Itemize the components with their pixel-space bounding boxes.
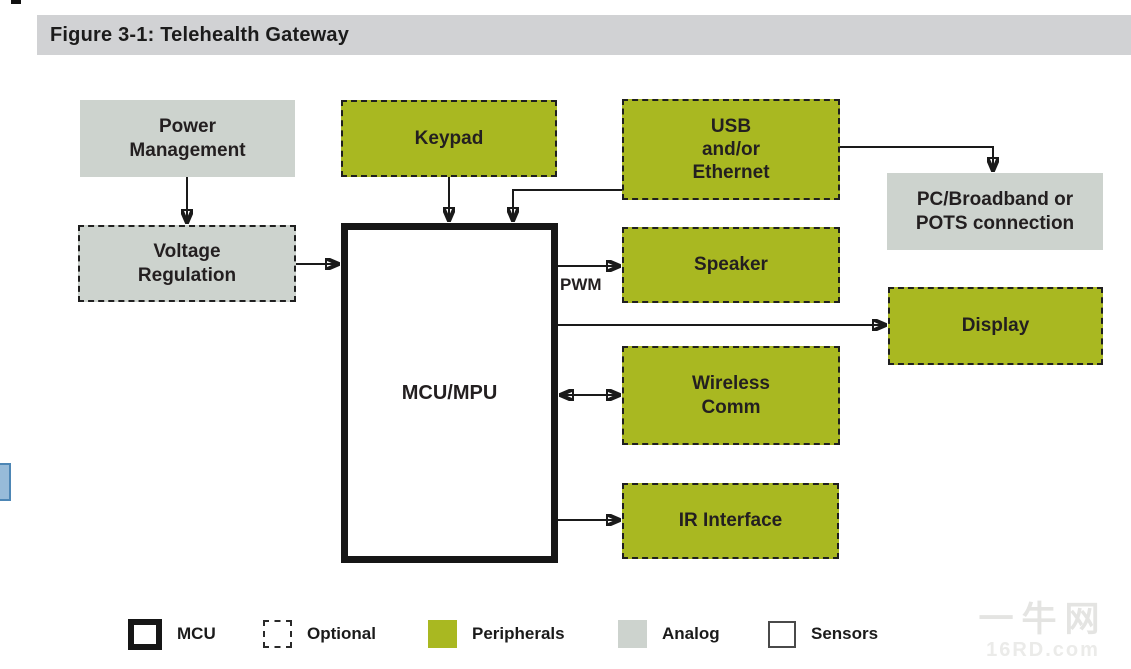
legend-label-optional: Optional <box>307 624 376 643</box>
figure-title: Figure 3-1: Telehealth Gateway <box>50 23 350 46</box>
block-pc-broadband-label: PC/Broadband or POTS connection <box>915 189 1075 234</box>
figure-title-band: Figure 3-1: Telehealth Gateway <box>37 15 1131 55</box>
legend-item-mcu: MCU <box>128 617 216 651</box>
legend-item-peripherals: Peripherals <box>428 617 565 651</box>
block-voltage-regulation-label: Voltage Regulation <box>137 241 237 286</box>
legend-item-optional: Optional <box>263 617 376 651</box>
block-ir-interface: IR Interface <box>622 483 839 559</box>
block-keypad-label: Keypad <box>414 127 484 149</box>
block-power-management: Power Management <box>80 100 295 177</box>
legend-item-analog: Analog <box>618 617 720 651</box>
block-power-management-label: Power Management <box>129 116 246 161</box>
block-ir-interface-label: IR Interface <box>678 510 783 532</box>
legend-swatch-sensors <box>768 620 796 648</box>
pwm-wire-label: PWM <box>560 275 602 294</box>
block-display-label: Display <box>961 315 1030 337</box>
block-wireless-comm-label: Wireless Comm <box>692 373 770 418</box>
arrow-usb-to-pc <box>840 146 993 171</box>
block-keypad: Keypad <box>341 100 557 177</box>
block-speaker: Speaker <box>622 227 840 303</box>
legend-swatch-mcu <box>128 618 162 650</box>
legend-label-analog: Analog <box>662 624 720 643</box>
block-usb-ethernet: USB and/or Ethernet <box>622 99 840 200</box>
watermark-url-text: 16RD.com <box>986 638 1100 661</box>
block-usb-ethernet-label: USB and/or Ethernet <box>692 115 770 184</box>
watermark-cjk-text: 一牛网 <box>978 600 1108 639</box>
block-mcu-mpu: MCU/MPU <box>341 223 558 563</box>
legend-label-peripherals: Peripherals <box>472 624 565 643</box>
page-edge-mark <box>11 0 21 4</box>
watermark: 一牛网 16RD.com <box>960 600 1126 662</box>
legend-item-sensors: Sensors <box>768 617 878 651</box>
block-mcu-mpu-label: MCU/MPU <box>401 381 498 404</box>
legend-swatch-analog <box>618 620 647 648</box>
legend-label-mcu: MCU <box>177 624 216 643</box>
legend-swatch-optional <box>263 620 292 648</box>
legend-swatch-peripherals <box>428 620 457 648</box>
block-display: Display <box>888 287 1103 365</box>
legend-label-sensors: Sensors <box>811 624 879 643</box>
arrow-usb-to-mcu <box>513 189 622 221</box>
block-pc-broadband: PC/Broadband or POTS connection <box>887 173 1103 250</box>
block-wireless-comm: Wireless Comm <box>622 346 840 445</box>
block-speaker-label: Speaker <box>694 254 768 276</box>
block-voltage-regulation: Voltage Regulation <box>78 225 296 302</box>
side-highlight-tab[interactable] <box>0 463 11 501</box>
